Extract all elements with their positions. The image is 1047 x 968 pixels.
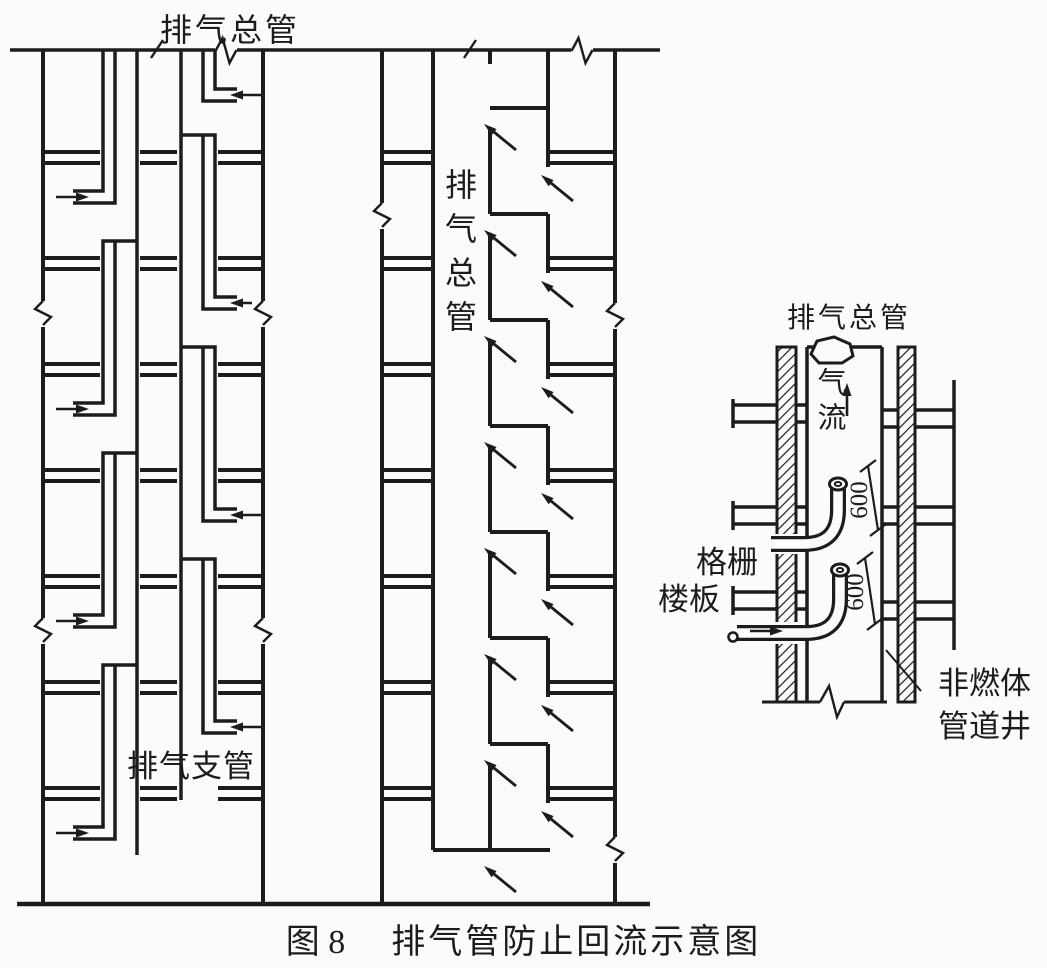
detail-view bbox=[727, 335, 956, 721]
figure-caption: 图 8 排气管防止回流示意图 bbox=[0, 914, 1047, 963]
dimension-upper-value: 600 bbox=[846, 481, 873, 519]
gooseneck-pipe-lower bbox=[727, 562, 850, 643]
exhaust-riser-right bbox=[179, 50, 237, 800]
detail-floor-slabs-right bbox=[882, 380, 956, 650]
left-building-walls bbox=[41, 50, 265, 904]
main-duct-label-vertical: 排气总管 bbox=[441, 168, 477, 344]
middle-building-walls bbox=[380, 50, 617, 904]
detail-floor-slabs-left bbox=[731, 399, 807, 615]
main-duct-label-top: 排气总管 bbox=[160, 12, 301, 48]
left-wall-break-symbols bbox=[30, 299, 276, 646]
detail-ground-break-line bbox=[762, 682, 887, 721]
detail-main-duct-label: 排气总管 bbox=[787, 303, 912, 334]
branch-duct-label: 排气支管 bbox=[127, 749, 255, 784]
duct-flow-arrows bbox=[482, 122, 575, 894]
floor-slab-label: 楼板 bbox=[658, 582, 720, 617]
exhaust-riser-left bbox=[73, 50, 139, 855]
pipe-opening-lower bbox=[830, 562, 850, 578]
leader-line bbox=[885, 649, 922, 692]
airflow-label: 气流 bbox=[813, 367, 845, 437]
left-floor-slabs bbox=[43, 150, 263, 801]
riser-left-inlet-arrows bbox=[54, 190, 91, 840]
dimension-lower-line bbox=[856, 551, 884, 631]
main-duct-zigzag bbox=[433, 50, 550, 852]
shaft-label-line2: 管道井 bbox=[938, 709, 1031, 744]
figure-number: 图 8 bbox=[285, 924, 346, 961]
dimension-lower-value: 600 bbox=[842, 573, 869, 611]
noncombustible-shaft-label: 非燃体 管道井 bbox=[938, 662, 1031, 748]
gooseneck-pipe-upper bbox=[771, 476, 848, 552]
grille-label: 格栅 bbox=[696, 545, 758, 580]
pipe-end-nub bbox=[727, 631, 739, 643]
shaft-label-line1: 非燃体 bbox=[938, 666, 1031, 701]
shaft-wall-right-hatched bbox=[896, 345, 917, 704]
figure-title: 排气管防止回流示意图 bbox=[391, 924, 762, 961]
pipe-opening-upper bbox=[828, 476, 848, 492]
middle-floor-slabs bbox=[382, 150, 615, 801]
shaft-wall-left-hatched bbox=[775, 345, 798, 704]
dimension-upper-line bbox=[859, 459, 887, 537]
vent-cap bbox=[809, 335, 855, 365]
